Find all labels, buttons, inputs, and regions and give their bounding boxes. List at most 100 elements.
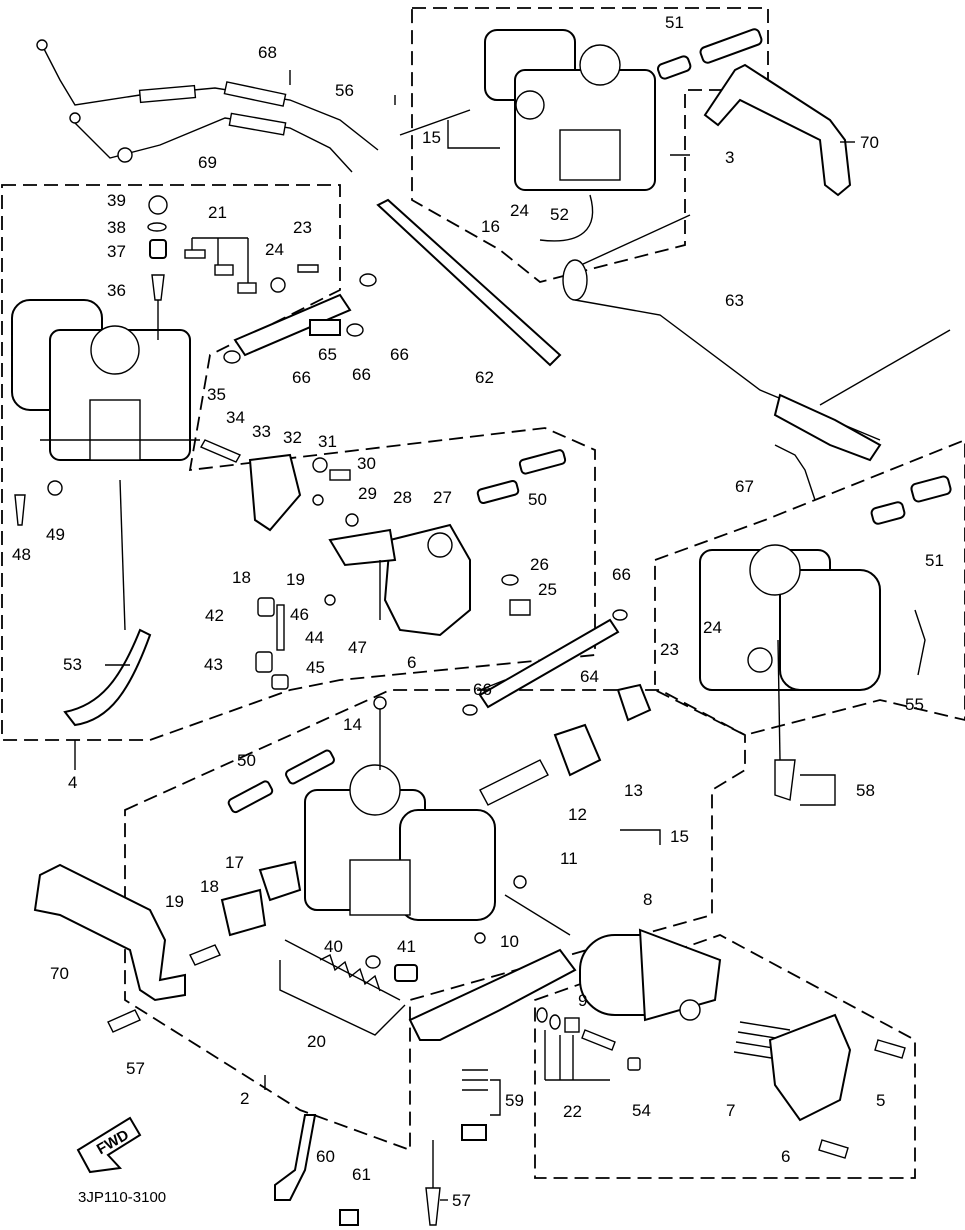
- callout: 41: [397, 937, 416, 956]
- callout: 2: [240, 1089, 249, 1108]
- callout: 7: [726, 1101, 735, 1120]
- ring-10: [474, 932, 486, 944]
- callout: 62: [475, 368, 494, 387]
- carburetor-left: [11, 299, 200, 461]
- callout: 66: [473, 680, 492, 699]
- cap-39: [148, 195, 168, 215]
- pipe-64: [478, 618, 620, 709]
- callout: 28: [393, 488, 412, 507]
- callout: 21: [208, 203, 227, 222]
- callout: 3: [725, 148, 734, 167]
- part-18-bottom: [220, 888, 267, 937]
- part-58: [774, 759, 796, 801]
- callout: 30: [357, 454, 376, 473]
- callout: 66: [612, 565, 631, 584]
- callout: 13: [624, 781, 643, 800]
- clip-66-pipe: [612, 609, 628, 621]
- callout: 53: [63, 655, 82, 674]
- callout: 52: [550, 205, 569, 224]
- callout: 12: [568, 805, 587, 824]
- joint-pipe-50-bottom-a: [227, 780, 274, 814]
- joint-pipe-50-mid-b: [518, 449, 567, 475]
- spring-20: [279, 939, 406, 1036]
- piece-37: [149, 239, 167, 259]
- screw-19-bottom: [189, 944, 221, 966]
- callout: 14: [343, 715, 362, 734]
- callout: 42: [205, 606, 224, 625]
- callout: 19: [286, 570, 305, 589]
- callout: 35: [207, 385, 226, 404]
- callout: 10: [500, 932, 519, 951]
- callout: 25: [538, 580, 557, 599]
- callout: 49: [46, 525, 65, 544]
- callout: 18: [200, 877, 219, 896]
- link-rod-62: [376, 198, 562, 367]
- callout: 64: [580, 667, 599, 686]
- callout: 37: [107, 242, 126, 261]
- callout: 20: [307, 1032, 326, 1051]
- callout: 5: [876, 1091, 885, 1110]
- callout: 67: [735, 477, 754, 496]
- callout: 68: [258, 43, 277, 62]
- diagram-code: 3JP110-3100: [78, 1189, 166, 1206]
- callout: 34: [226, 408, 245, 427]
- screw-59: [461, 1124, 487, 1141]
- fwd-arrow-icon: FWD: [76, 1116, 142, 1174]
- needle-36: [151, 274, 165, 301]
- assembly-right-boundary: [654, 439, 965, 736]
- callout: 27: [433, 488, 452, 507]
- screw-11: [513, 875, 527, 889]
- joint-pipe-51-right-a: [870, 501, 906, 525]
- callout: 15: [670, 827, 689, 846]
- spring-59: [462, 1069, 488, 1091]
- part-26: [501, 574, 519, 586]
- callout: 33: [252, 422, 271, 441]
- callout-labels: 68 69 56 51 70 15 3 24 16 52 39 38 37 36…: [12, 13, 944, 1210]
- screw-48: [14, 494, 26, 526]
- callout: 55: [905, 695, 924, 714]
- callout: 57: [126, 1059, 145, 1078]
- diaphragm-27: [328, 523, 471, 637]
- piston-9: [579, 928, 722, 1022]
- callout: 24: [510, 201, 529, 220]
- bolt-57-left: [107, 1009, 141, 1033]
- drain-hose-53: [63, 628, 152, 727]
- callout: 48: [12, 545, 31, 564]
- callout: 66: [390, 345, 409, 364]
- part-46: [324, 594, 336, 606]
- carburetor-right: [699, 544, 881, 691]
- joint-pipe-51-top-b: [699, 28, 763, 64]
- clip-66-lower: [462, 704, 478, 716]
- callout: 23: [660, 640, 679, 659]
- joint-pipe-51-top-a: [656, 55, 692, 80]
- assembly-2-boundary: [124, 689, 746, 1152]
- screws-21: [184, 237, 257, 294]
- part-45: [271, 674, 289, 690]
- lever-top: [616, 683, 652, 722]
- callout: 4: [68, 773, 77, 792]
- callout: 6: [781, 1147, 790, 1166]
- callout: 40: [324, 937, 343, 956]
- part-44: [276, 604, 285, 651]
- callout: 36: [107, 281, 126, 300]
- callout: 15: [422, 128, 441, 147]
- callout: 19: [165, 892, 184, 911]
- callout: 57: [452, 1191, 471, 1210]
- callout: 45: [306, 658, 325, 677]
- washer-49: [47, 480, 63, 496]
- throttle-lever-63: [562, 214, 951, 462]
- screws-22: [536, 1007, 616, 1051]
- callout: 39: [107, 191, 126, 210]
- ring-40: [365, 955, 381, 969]
- part-54: [627, 1057, 641, 1071]
- assembly-3-boundary: [411, 7, 769, 283]
- callout: 29: [358, 484, 377, 503]
- callout: 43: [204, 655, 223, 674]
- callout: 6: [407, 653, 416, 672]
- assembly-8-boundary: [534, 934, 916, 1179]
- parts-30-34: [200, 439, 359, 532]
- callout: 70: [860, 133, 879, 152]
- spring-7: [733, 1021, 791, 1061]
- callout: 22: [563, 1102, 582, 1121]
